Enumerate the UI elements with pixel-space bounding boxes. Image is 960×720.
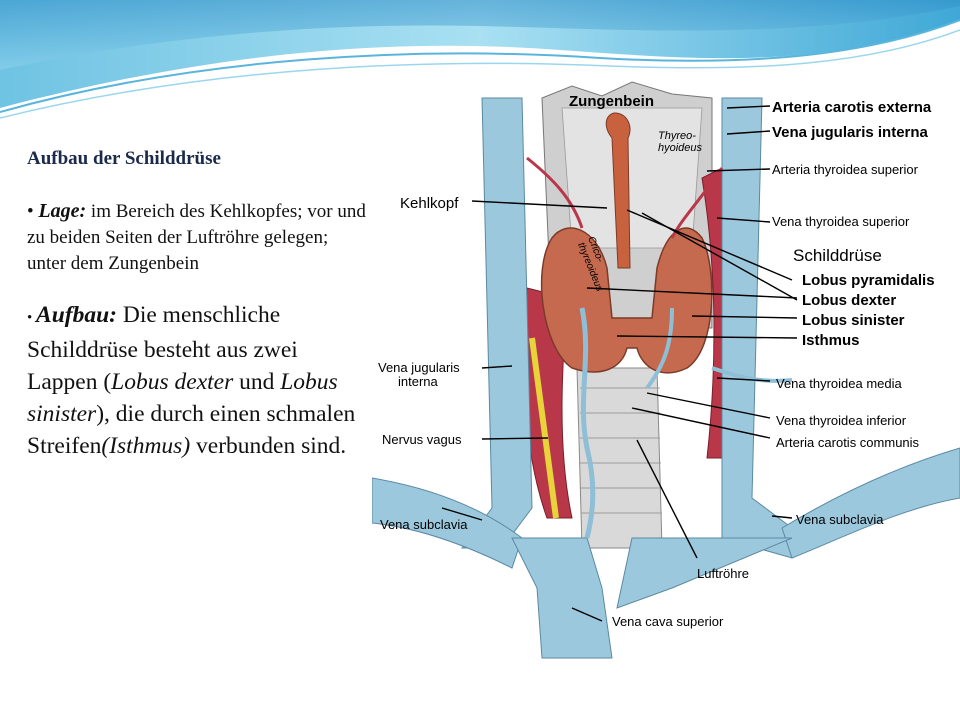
thyroid-anatomy-figure: Zungenbein Thyreo- hyoideus Crico- thyre… xyxy=(372,81,960,659)
label-vena-subclavia-right: Vena subclavia xyxy=(796,512,884,527)
lage-text: im Bereich des Kehlkopfes; vor und zu be… xyxy=(27,201,366,274)
aufbau-lobus-dexter: Lobus dexter xyxy=(111,369,234,395)
label-thyreo-1: Thyreo- xyxy=(658,130,696,142)
label-lobus-sinister: Lobus sinister xyxy=(802,312,905,329)
label-vena-thyroidea-superior: Vena thyroidea superior xyxy=(772,214,910,229)
label-arteria-carotis-communis: Arteria carotis communis xyxy=(776,435,920,450)
lage-lead: Lage: xyxy=(38,200,87,222)
label-vena-jugularis-left-2: interna xyxy=(398,374,439,389)
label-arteria-thyroidea-superior: Arteria thyroidea superior xyxy=(772,162,919,177)
bullet-aufbau: • Aufbau: Die menschliche Schilddrüse be… xyxy=(27,302,356,459)
label-kehlkopf: Kehlkopf xyxy=(400,195,459,212)
aufbau-lead: Aufbau: xyxy=(36,302,117,328)
aufbau-text-3: ), die durch einen schmalen Streifen xyxy=(27,401,356,459)
aufbau-lobus-sinister: Lobus sinister xyxy=(27,369,338,427)
label-vena-jugularis-left-1: Vena jugularis xyxy=(378,360,460,375)
label-isthmus: Isthmus xyxy=(802,332,860,349)
bullet-lage: • Lage: im Bereich des Kehlkopfes; vor u… xyxy=(27,200,366,274)
label-vena-thyroidea-media: Vena thyroidea media xyxy=(776,376,903,391)
label-lobus-pyramidalis: Lobus pyramidalis xyxy=(802,272,935,289)
label-vena-thyroidea-inferior: Vena thyroidea inferior xyxy=(776,413,907,428)
label-vena-cava-superior: Vena cava superior xyxy=(612,614,724,629)
aufbau-text-4: verbunden sind. xyxy=(190,433,347,459)
leader-lines xyxy=(441,105,798,622)
aufbau-text-1: Die menschliche Schilddrüse besteht aus … xyxy=(27,302,298,395)
label-arteria-carotis-externa: Arteria carotis externa xyxy=(772,99,932,116)
aufbau-isthmus: (Isthmus) xyxy=(101,433,191,459)
anatomy-illustration xyxy=(372,81,960,659)
slide-heading: Aufbau der Schilddrüse xyxy=(27,148,221,169)
aufbau-text-2: und xyxy=(233,369,281,395)
label-vena-jugularis-interna-right: Vena jugularis interna xyxy=(772,124,929,141)
header-wave-decoration xyxy=(0,0,960,119)
label-vena-subclavia-left: Vena subclavia xyxy=(380,517,468,532)
label-schilddruese: Schilddrüse xyxy=(793,246,882,265)
label-zungenbein: Zungenbein xyxy=(569,93,654,110)
label-nervus-vagus: Nervus vagus xyxy=(382,432,462,447)
text-column: Aufbau der Schilddrüse • Lage: im Bereic… xyxy=(27,148,367,462)
label-lobus-dexter: Lobus dexter xyxy=(802,292,896,309)
label-thyreo-2: hyoideus xyxy=(658,142,703,154)
label-luftroehre: Luftröhre xyxy=(697,566,749,581)
